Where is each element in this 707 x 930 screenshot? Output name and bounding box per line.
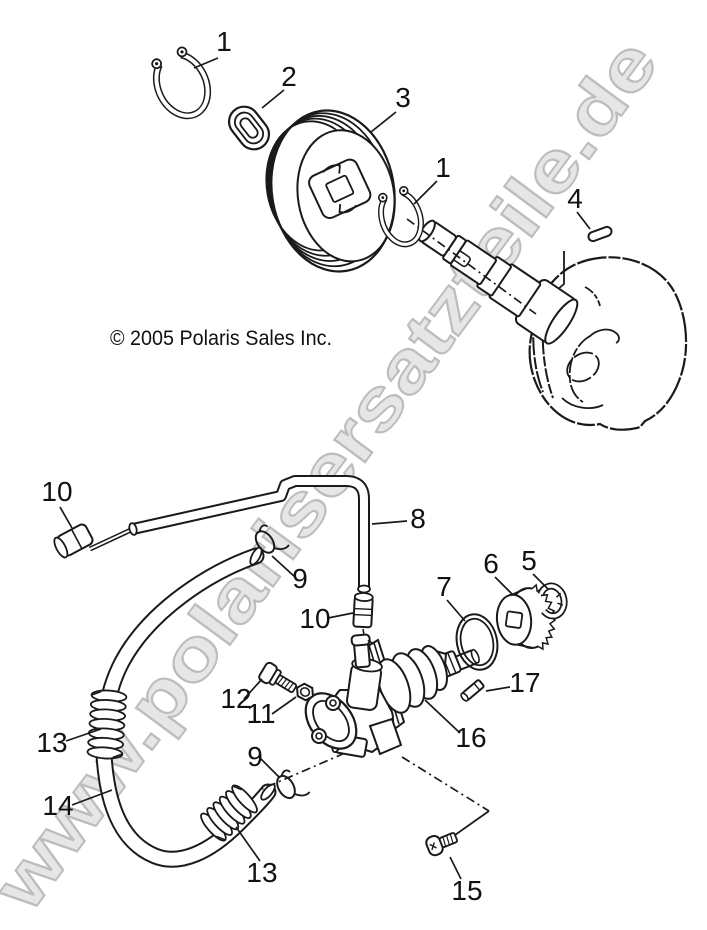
- oil-pipe: [128, 475, 371, 594]
- pulley: [265, 109, 396, 273]
- o-ring: [455, 613, 499, 671]
- pump-ear-upper: [325, 695, 341, 711]
- callout-13-upper: 13: [36, 727, 67, 758]
- spring-lower: [200, 784, 258, 842]
- bolt: [258, 661, 298, 693]
- callout-3: 3: [395, 82, 411, 113]
- callout-13-lower: 13: [246, 857, 277, 888]
- nut: [296, 682, 314, 702]
- callout-14: 14: [42, 790, 73, 821]
- pulley-rim: [270, 109, 396, 273]
- dowel-pin: [460, 679, 485, 702]
- gear-bore: [504, 610, 524, 629]
- callout-5: 5: [521, 545, 537, 576]
- callout-4: 4: [567, 183, 583, 214]
- pump-to-hose-centerline: [261, 752, 346, 790]
- leader-lines: [59, 57, 591, 880]
- callout-6: 6: [483, 548, 499, 579]
- screw-pointer-line: [454, 810, 490, 836]
- callout-17: 17: [509, 667, 540, 698]
- shaft-centerline: [406, 218, 537, 315]
- callout-10-lower: 10: [299, 603, 330, 634]
- fitting-to-pump-dash: [362, 628, 367, 647]
- callout-10-left: 10: [41, 476, 72, 507]
- callout-16: 16: [455, 722, 486, 753]
- callout-15: 15: [451, 875, 482, 906]
- screw: [425, 832, 459, 857]
- pump-to-screw-centerline: [401, 756, 490, 812]
- spring-upper: [86, 689, 128, 760]
- pump-ear-lower: [311, 728, 327, 744]
- callout-7: 7: [436, 571, 452, 602]
- pulley-hub: [308, 158, 372, 220]
- pump-inlet-nipple: [350, 633, 375, 669]
- clamp-upper: [254, 524, 290, 554]
- copyright-text: © 2005 Polaris Sales Inc.: [110, 327, 332, 350]
- callout-12: 12: [220, 683, 251, 714]
- clamp-lower: [276, 769, 311, 800]
- callout-1-shaft: 1: [435, 152, 451, 183]
- fitting-lower: [352, 592, 374, 629]
- crankshaft: [418, 219, 579, 345]
- circlip-shaft: [378, 186, 424, 248]
- circlip-upper: [151, 46, 212, 120]
- callout-9-lower: 9: [247, 741, 263, 772]
- seal-grommet: [227, 105, 271, 151]
- fitting-left: [53, 523, 94, 559]
- flywheel-hub-hole: [566, 351, 600, 383]
- callout-11: 11: [246, 698, 275, 729]
- callout-9-upper: 9: [292, 563, 308, 594]
- callout-2: 2: [281, 61, 297, 92]
- key: [587, 225, 613, 243]
- callout-1-upper: 1: [216, 26, 232, 57]
- pipe-rod: [88, 526, 135, 552]
- oil-pump: [304, 633, 480, 758]
- callout-8: 8: [410, 503, 426, 534]
- pump-foot: [368, 717, 403, 756]
